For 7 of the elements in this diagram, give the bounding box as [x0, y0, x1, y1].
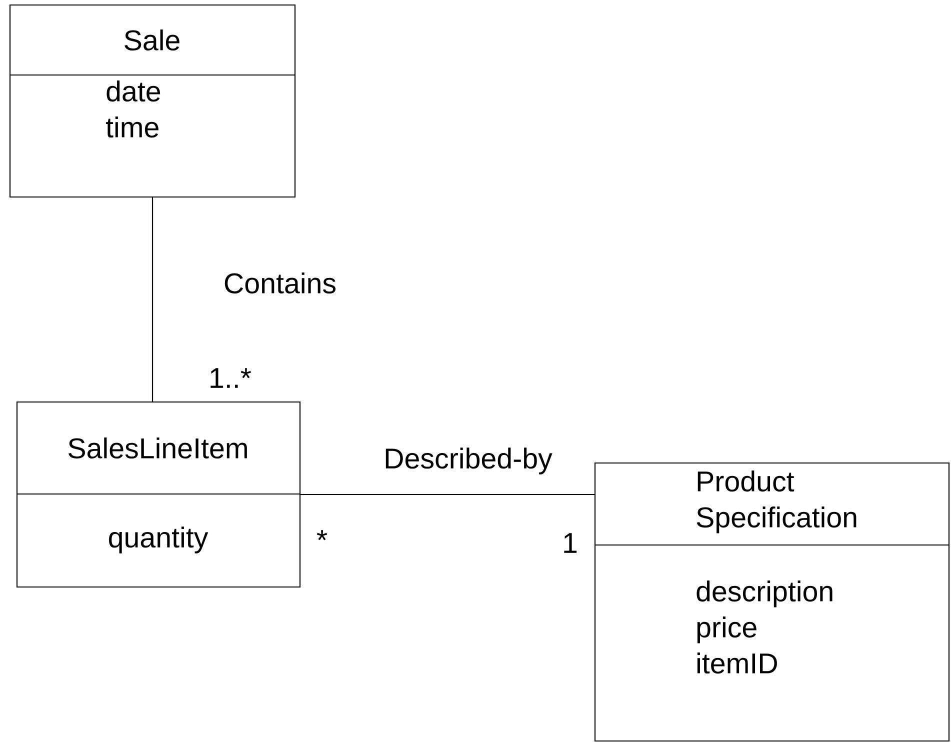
class-box: SalesLineItem quantity [16, 401, 301, 588]
association-line [152, 198, 154, 402]
edge-label: Contains [222, 271, 338, 295]
class-box: Sale date time [9, 4, 296, 198]
class-box: Product Specification description price itemID [594, 462, 950, 742]
edge-label: Described-by [382, 446, 554, 476]
association-line [300, 494, 594, 496]
